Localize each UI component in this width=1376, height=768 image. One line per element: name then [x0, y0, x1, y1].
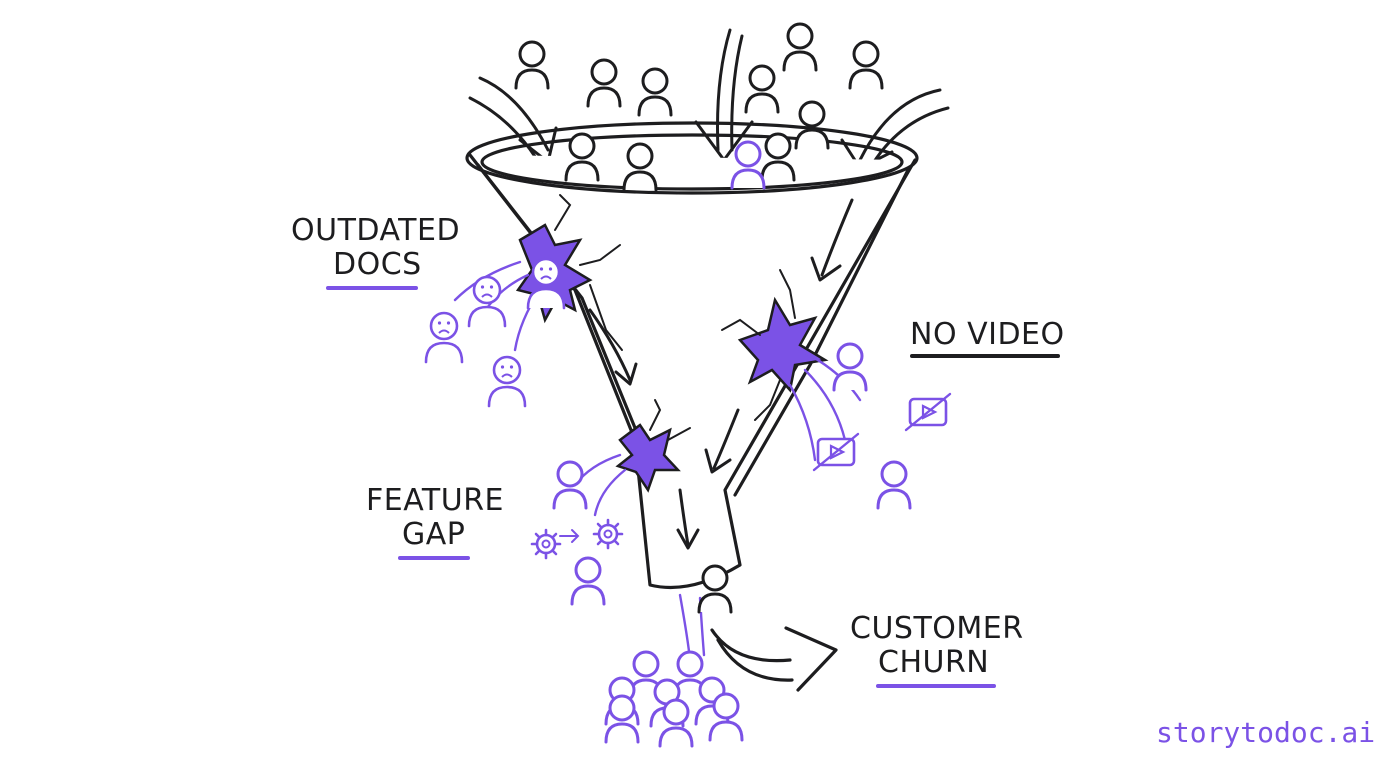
- funnel-cracks: [515, 194, 829, 493]
- person-exiting: [697, 564, 733, 614]
- feature-gap-leak: [530, 460, 624, 606]
- label-outdated-docs-line2: DOCS: [333, 247, 422, 282]
- label-feature-gap: FEATURE GAP: [366, 484, 504, 552]
- underline-outdated-docs: [326, 286, 418, 290]
- brand-watermark: storytodoc.ai: [1156, 716, 1376, 749]
- no-video-leak: [812, 342, 952, 510]
- label-customer-churn-line2: CHURN: [878, 645, 990, 680]
- underline-customer-churn: [876, 684, 996, 688]
- label-feature-gap-line2: GAP: [402, 517, 466, 552]
- funnel-body: [465, 121, 919, 590]
- churn-arrow: [710, 626, 838, 692]
- label-outdated-docs-line1: OUTDATED: [291, 213, 461, 248]
- churned-crowd: [604, 650, 744, 748]
- underline-feature-gap: [398, 556, 470, 560]
- underline-no-video: [910, 354, 1060, 358]
- label-feature-gap-line1: FEATURE: [366, 483, 504, 518]
- label-customer-churn-line1: CUSTOMER: [850, 611, 1024, 646]
- internal-arrows: [588, 198, 854, 550]
- label-outdated-docs: OUTDATED DOCS: [291, 214, 460, 282]
- label-customer-churn: CUSTOMER CHURN: [850, 612, 1024, 680]
- label-no-video: NO VIDEO: [910, 317, 1065, 352]
